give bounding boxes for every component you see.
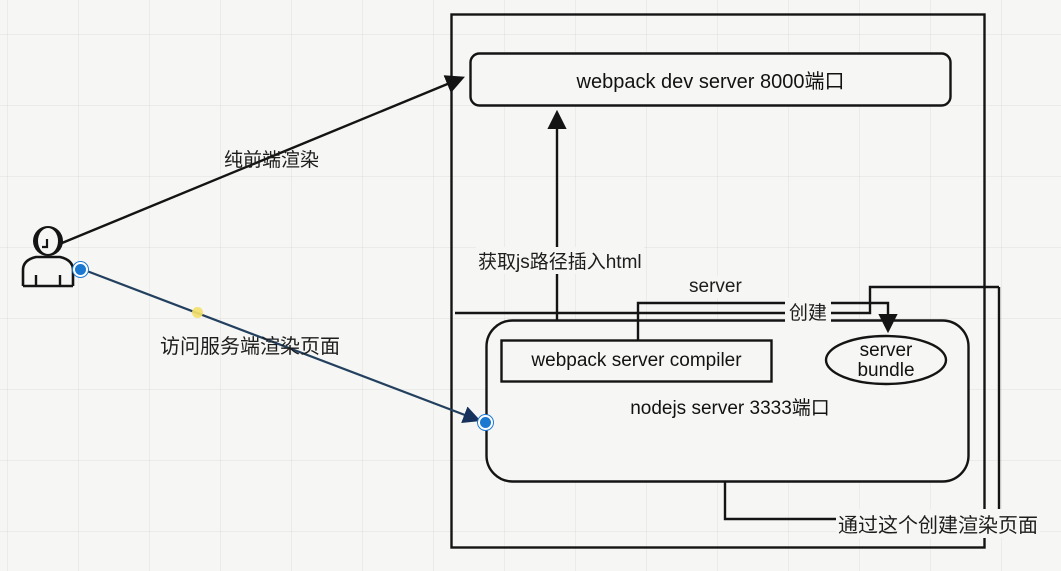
- dev-server-label: webpack dev server 8000端口: [576, 71, 845, 93]
- edge-actor-to-nodejs-server[interactable]: [78, 266, 481, 424]
- edge-label-create: 创建: [785, 298, 832, 325]
- server-compiler-shape[interactable]: [500, 339, 773, 383]
- edge-label-csr: 纯前端渲染: [224, 150, 320, 171]
- edge-target-handle[interactable]: [478, 415, 493, 430]
- server-bundle-label-line2: bundle: [857, 360, 915, 381]
- server-bundle-label-line1: server: [859, 339, 913, 361]
- user-actor-icon[interactable]: [20, 225, 82, 289]
- edge-label-ssr-visit: 访问服务端渲染页面: [160, 336, 340, 358]
- dev-server-shape[interactable]: [469, 52, 952, 107]
- edge-server-rail-top[interactable]: [455, 285, 999, 315]
- server-bundle-shape[interactable]: [824, 334, 948, 386]
- edge-create-server-bundle[interactable]: [636, 301, 898, 340]
- server-compiler-label: webpack server compiler: [531, 350, 742, 371]
- edge-label-inject-html: 获取js路径插入html: [476, 247, 644, 274]
- outer-container-shape[interactable]: [450, 13, 986, 549]
- server-bundle-label: server bundle: [826, 338, 946, 384]
- edge-label-server: server: [686, 276, 745, 298]
- edge-actor-to-dev-server[interactable]: [61, 75, 465, 245]
- edge-label-render-page: 通过这个创建渲染页面: [836, 509, 1040, 538]
- edge-source-handle[interactable]: [73, 262, 88, 277]
- nodejs-server-label: nodejs server 3333端口: [630, 397, 830, 419]
- edge-waypoint-handle[interactable]: [192, 307, 203, 318]
